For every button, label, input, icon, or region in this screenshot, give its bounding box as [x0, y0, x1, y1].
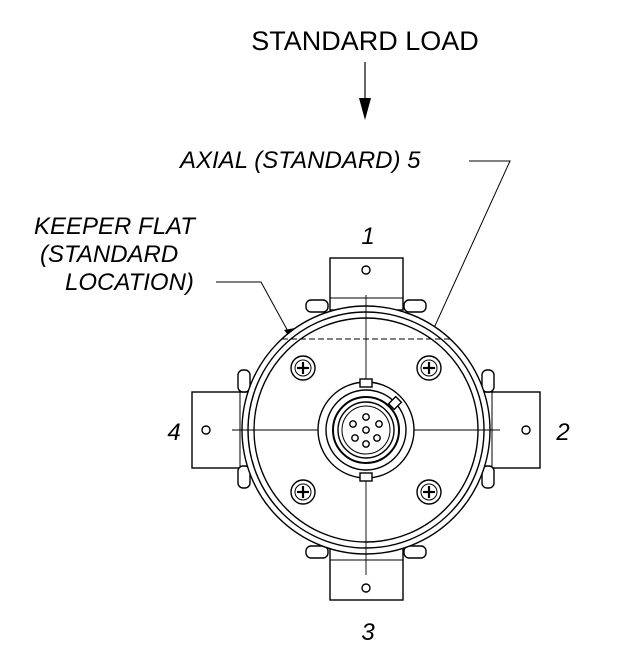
- position-3-label: 3: [361, 619, 375, 646]
- face-screws: [290, 355, 442, 505]
- screw-lower-right: [416, 479, 442, 505]
- position-2-label: 2: [555, 419, 569, 446]
- side-bolts: [237, 299, 495, 559]
- keeper-flat-label: KEEPER FLAT: [34, 213, 197, 240]
- diagram-title: STANDARD LOAD: [251, 26, 479, 56]
- keeper-flat-label-line3: LOCATION): [65, 269, 194, 296]
- screw-upper-right: [416, 355, 442, 381]
- position-1-label: 1: [361, 223, 374, 250]
- keeper-leader: [216, 281, 295, 340]
- position-4-label: 4: [167, 419, 180, 446]
- keeper-flat-label-line2: (STANDARD: [40, 241, 178, 268]
- load-arrow: [359, 62, 371, 120]
- connector-pins: [349, 413, 383, 448]
- screw-lower-left: [290, 479, 316, 505]
- axial-label: AXIAL (STANDARD) 5: [178, 147, 421, 174]
- screw-upper-left: [290, 355, 316, 381]
- connector: [317, 378, 415, 482]
